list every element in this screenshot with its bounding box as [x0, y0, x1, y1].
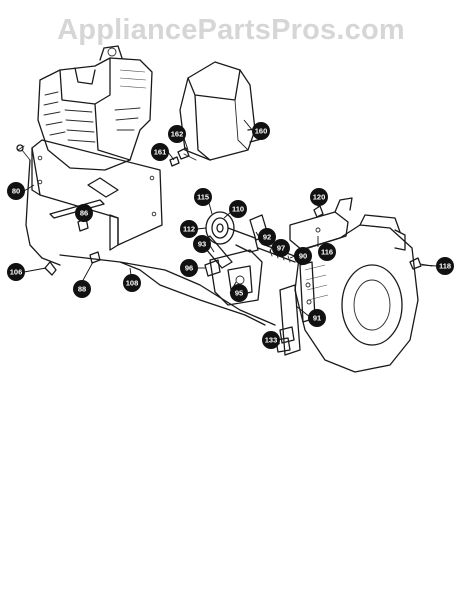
callout-80: 80: [7, 182, 25, 200]
callout-162: 162: [168, 125, 186, 143]
svg-text:108: 108: [126, 279, 139, 288]
svg-text:118: 118: [439, 262, 451, 271]
callout-88: 88: [73, 280, 91, 298]
callout-133: 133: [262, 331, 280, 349]
svg-text:90: 90: [299, 252, 307, 261]
svg-text:80: 80: [12, 187, 20, 196]
watermark: AppliancePartsPros.com: [57, 14, 405, 46]
callout-95: 95: [230, 284, 248, 302]
svg-text:120: 120: [313, 193, 326, 202]
svg-text:161: 161: [154, 148, 167, 157]
callout-120: 120: [310, 188, 328, 206]
svg-text:110: 110: [232, 205, 244, 214]
control-cable: [25, 159, 276, 326]
callout-115: 115: [194, 188, 212, 206]
callout-93: 93: [193, 235, 211, 253]
callout-90: 90: [294, 247, 312, 265]
idler-bracket: [204, 249, 263, 306]
svg-text:112: 112: [183, 225, 195, 234]
svg-text:162: 162: [171, 130, 184, 139]
callout-86: 86: [75, 204, 93, 222]
callout-112: 112: [180, 220, 198, 238]
svg-text:86: 86: [80, 209, 88, 218]
callout-110: 110: [229, 200, 247, 218]
callout-97: 97: [272, 239, 290, 257]
svg-text:97: 97: [277, 244, 285, 253]
svg-text:88: 88: [78, 285, 86, 294]
callout-96: 96: [180, 259, 198, 277]
svg-text:133: 133: [265, 336, 278, 345]
svg-text:160: 160: [255, 127, 268, 136]
svg-text:95: 95: [235, 289, 243, 298]
callout-91: 91: [308, 309, 326, 327]
callout-118: 118: [436, 257, 454, 275]
transmission-housing: [294, 214, 419, 373]
svg-text:96: 96: [185, 264, 193, 273]
callout-160: 160: [252, 122, 270, 140]
mounting-plate: [31, 139, 163, 251]
belt-cover: [179, 61, 266, 161]
callout-92: 92: [258, 228, 276, 246]
svg-text:91: 91: [313, 314, 321, 323]
bracket-116: [289, 197, 353, 251]
callout-106: 106: [7, 263, 25, 281]
engine: [37, 45, 153, 171]
svg-text:115: 115: [197, 193, 209, 202]
callout-161: 161: [151, 143, 169, 161]
svg-text:93: 93: [198, 240, 206, 249]
svg-text:106: 106: [10, 268, 23, 277]
svg-text:92: 92: [263, 233, 271, 242]
svg-text:116: 116: [321, 248, 333, 257]
callout-108: 108: [123, 274, 141, 292]
callout-116: 116: [318, 243, 336, 261]
